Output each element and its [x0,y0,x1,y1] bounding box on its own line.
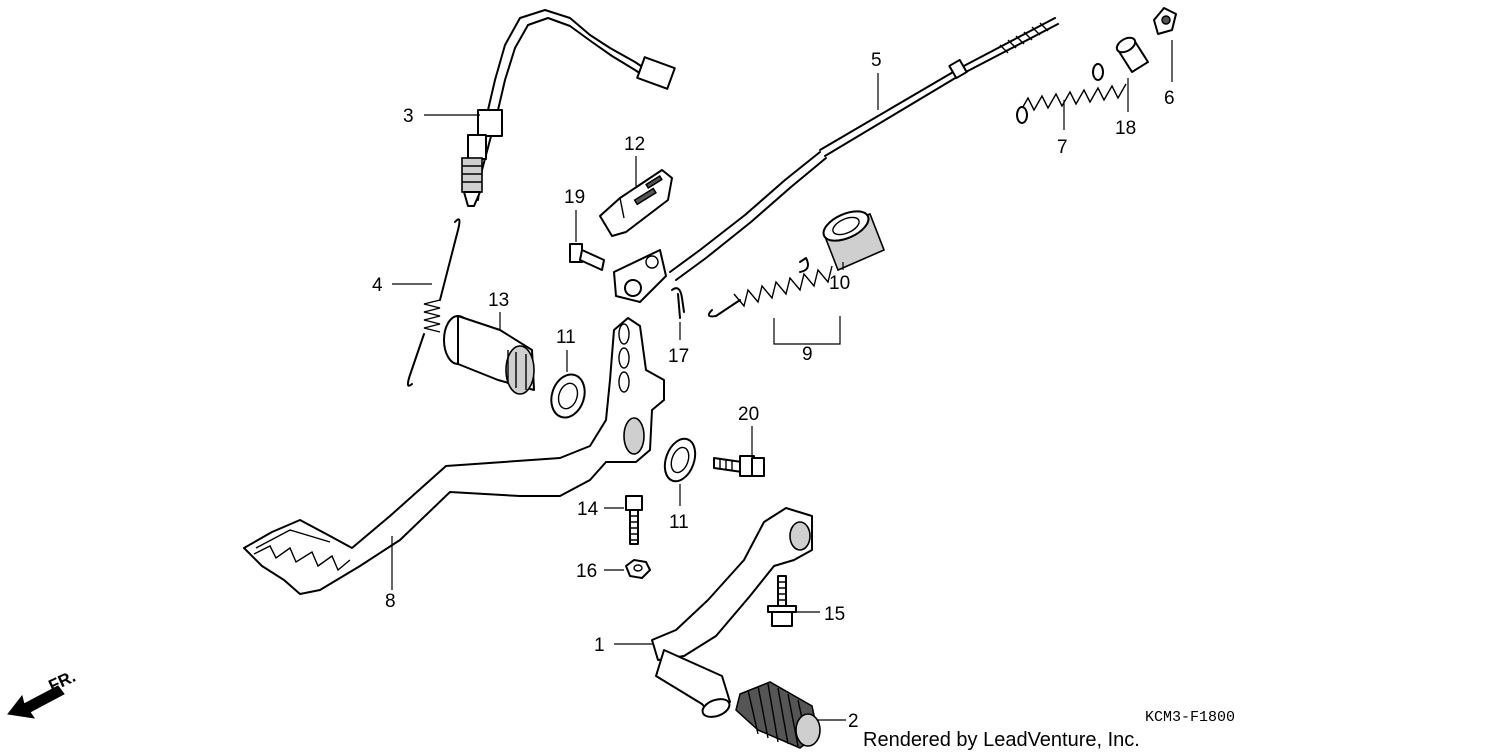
callout-3: 3 [403,106,414,127]
callout-5: 5 [871,50,882,71]
pivot-collar-part-13[interactable] [443,315,535,395]
callout-19: 19 [564,187,585,208]
nut-part-16[interactable] [625,559,651,579]
joint-collar-part-18[interactable] [1114,35,1149,73]
callout-13: 13 [488,290,509,311]
seal-part-11-upper[interactable] [546,370,590,422]
callout-14: 14 [577,499,599,520]
callout-11a: 11 [556,327,576,348]
return-spring-part-9[interactable] [707,257,833,318]
callout-2: 2 [848,711,859,732]
flange-bolt-part-15[interactable] [767,575,797,627]
callout-15: 15 [824,604,845,625]
callout-12: 12 [624,134,645,155]
front-direction-indicator: FR. [7,667,79,719]
switch-spring-part-4[interactable] [406,218,461,387]
seal-part-11-lower[interactable] [659,435,700,486]
clevis-pin-part-19[interactable] [569,243,605,271]
adjuster-nut-part-6[interactable] [1153,7,1177,35]
rod-spring-part-7[interactable] [1016,63,1127,124]
callout-9: 9 [802,344,813,365]
pedal-rubber-part-2[interactable] [735,681,821,749]
callout-18: 18 [1115,118,1136,139]
gearshift-pedal-part-1[interactable] [651,507,813,720]
callout-8: 8 [385,591,396,612]
callout-16: 16 [576,561,597,582]
spring-sleeve-part-10[interactable] [819,205,886,272]
callout-10: 10 [829,273,850,294]
callout-4: 4 [372,275,383,296]
cotter-pin-part-17[interactable] [671,287,685,319]
bracket-plate-part-12[interactable] [599,169,673,237]
diagram-code: KCM3-F1800 [1145,709,1235,726]
front-arrow-icon [7,685,65,719]
callout-7: 7 [1057,137,1068,158]
callout-6: 6 [1164,88,1175,109]
callout-20: 20 [738,404,759,425]
render-credit: Rendered by LeadVenture, Inc. [863,729,1140,751]
callout-11b: 11 [669,512,689,533]
callout-1: 1 [594,635,605,656]
brake-switch-part-3[interactable] [461,9,676,207]
brake-rod-part-5[interactable] [613,17,1059,303]
flange-bolt-part-20[interactable] [713,455,765,477]
callout-17: 17 [668,346,689,367]
brake-pedal-part-8[interactable] [243,317,665,595]
bolt-part-14[interactable] [625,495,643,545]
